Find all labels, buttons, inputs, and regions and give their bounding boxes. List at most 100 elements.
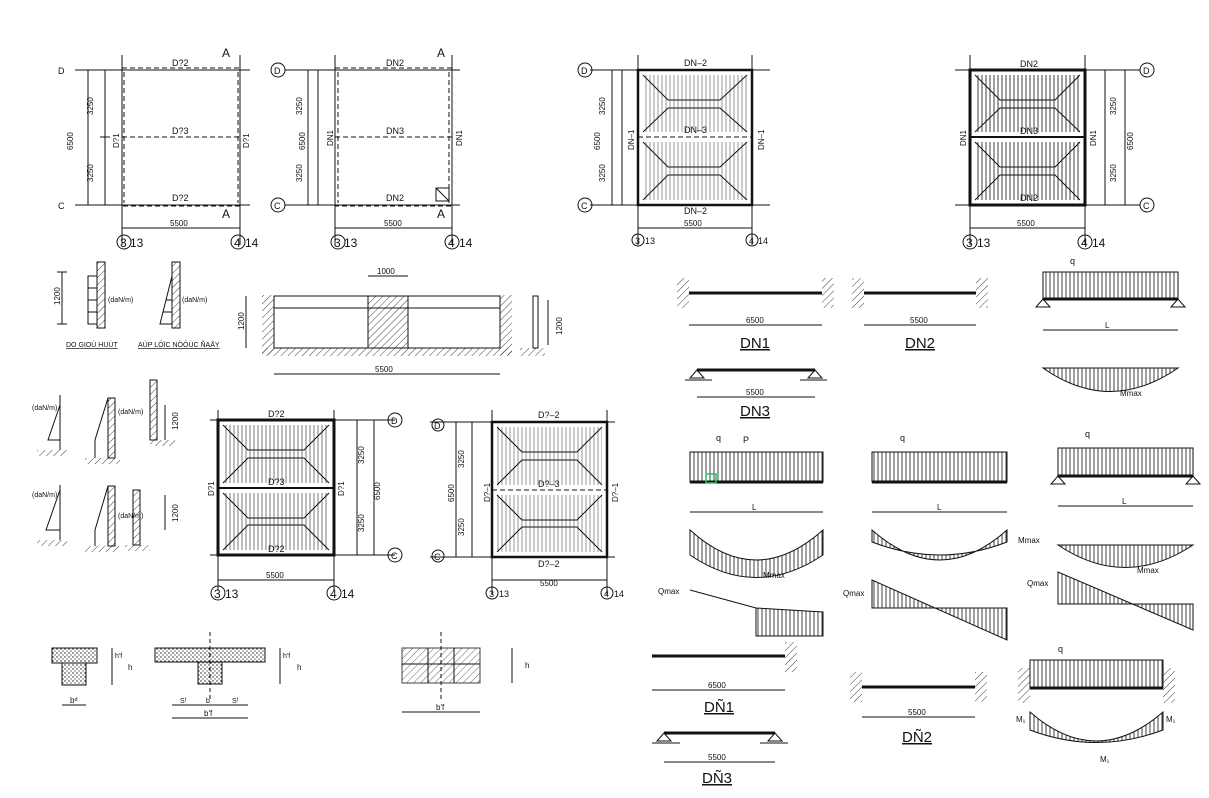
beam-label-right: D?–1 [611,482,620,502]
plan-3: D C DN–2 DN–3 DN–2 DN–1 DN–1 6500 3250 3… [577,55,770,247]
beam-label-top: D?2 [172,58,189,68]
grid-col-right: 4 [448,236,455,250]
dim-v2: 3250 [357,514,366,532]
beam-label-left: D?1 [207,481,216,496]
axis-label-top: D [274,66,281,76]
grid-col-right: 4 [234,236,241,250]
beam-label-top: D?2 [268,409,285,419]
load-unit: (daN/m) [108,297,133,304]
axis-label-top: D [58,66,65,76]
grid-col-right: 4 [330,587,337,601]
load-p: P [743,435,749,445]
load-unit: (daN/m) [182,297,207,304]
plan-4: D C DN2 DN3 DN2 DN1 DN1 6500 3250 3250 5… [955,55,1155,250]
side-height: 1200 [555,317,564,335]
beam-label-top: D?–2 [538,410,560,420]
dim-v2: 3250 [457,518,466,536]
grid-col-right-b: 14 [1092,236,1106,250]
beam-label-mid: D?–3 [538,479,560,489]
dim-v2: 3250 [598,164,607,182]
axis-label-bottom: C [274,201,281,211]
beam-label-right: D?1 [337,481,346,496]
dim-v2: 3250 [1109,164,1118,182]
strip-height: 1200 [237,312,246,330]
load-q: q [900,433,905,443]
beam-title: DN2 [905,335,935,352]
grid-col-left: 3 [120,236,127,250]
dim-v1: 3250 [1109,97,1118,115]
grid-col-left: 3 [214,587,221,601]
dim-total-v: 6500 [298,132,307,150]
span-label: L [937,503,942,512]
shear-label: Qmax [658,587,679,596]
dim-total-v: 6500 [447,484,456,502]
section-mark: A [222,46,230,60]
strip-length: 5500 [375,365,393,374]
span-label: L [752,503,757,512]
shear-label: Qmax [1027,579,1048,588]
beam-title: DÑ3 [702,770,732,787]
dim-h: h [297,663,301,672]
wall-height: 1200 [171,412,180,430]
dim-h: 5500 [266,571,284,580]
grid-bubble [116,234,132,250]
caption-water: AÙP LÖÏC NÖÔÙC ÑAÅY [138,340,220,349]
axis-label-bottom: C [1143,201,1150,211]
beam-label-top: DN–2 [684,58,707,68]
beam-label-right: DN1 [455,129,464,146]
beam-dim: 5500 [910,316,928,325]
beam-label-bottom: D?2 [268,544,285,554]
wall-height: 1200 [171,504,180,522]
moment-m1: M₁ [1166,715,1176,724]
dim-h: h [525,661,529,670]
grid-col-left-b: 13 [499,589,509,599]
moment-label: Mmax [1137,566,1159,575]
grid-bubble [230,234,246,250]
load-unit: (daN/m) [118,409,143,416]
grid-col-left: 3 [489,589,494,599]
beam-label-right: D?1 [242,133,251,148]
grid-col-right: 4 [749,236,754,246]
grid-col-left-b: 13 [645,236,655,246]
beam-label-left: D?–1 [483,482,492,502]
grid-col-right-b: 14 [758,236,768,246]
force-diagrams: L q Mmax q P L Mmax Qmax q L Mmax Qmax q… [658,256,1202,764]
beam-dim: 6500 [708,681,726,690]
load-q: q [1058,644,1063,654]
wall-pressure-sketches: 1200 (daN/m) (daN/m) DO GIOÙ HUÙT AÙP LÖ… [32,261,220,552]
beam-label-mid: DN3 [386,126,404,136]
beam-label-bottom: D?2 [172,193,189,203]
beam-label-bottom: DN2 [386,193,404,203]
dim-v1: 3250 [457,450,466,468]
dim-h: 5500 [1017,219,1035,228]
beam-label-left: DN1 [326,129,335,146]
beam-label-mid: D?3 [172,126,189,136]
dim-b: b [206,698,210,705]
load-unit: (daN/m) [32,405,57,412]
dim-bd: bᵈ [70,696,77,705]
dim-hf: h'f [115,653,122,660]
beam-label-bottom: D?–2 [538,559,560,569]
beam-label-left: D?1 [112,133,121,148]
beam-label-bottom: DN2 [1020,193,1038,203]
dim-h: 5500 [540,579,558,588]
dim-total-v: 6500 [593,132,602,150]
axis-label-bottom: C [391,551,398,561]
dim-v2: 3250 [86,164,95,182]
grid-col-right: 4 [1081,236,1088,250]
beam-label-left: DN1 [959,129,968,146]
grid-col-right-b: 14 [341,587,355,601]
beam-label-right: DN–1 [757,129,766,150]
beam-sections: h'f h bᵈ h'f h Sᶠ b Sᶠ b'f h b'f [51,632,529,719]
beam-dim: 5500 [746,388,764,397]
beam-title: DN1 [740,335,770,352]
axis-label-top: D [581,66,588,76]
caption-wind: DO GIOÙ HUÙT [66,340,118,349]
dim-v1: 3250 [357,446,366,464]
beam-label-mid: DN–3 [684,125,707,135]
plan-2: D C DN2 DN3 DN2 DN1 DN1 6500 3250 3250 5… [270,46,473,250]
load-q: q [716,433,721,443]
axis-label-bottom: C [434,552,441,562]
section-mark: A [222,207,230,221]
dim-total-v: 6500 [66,132,75,150]
